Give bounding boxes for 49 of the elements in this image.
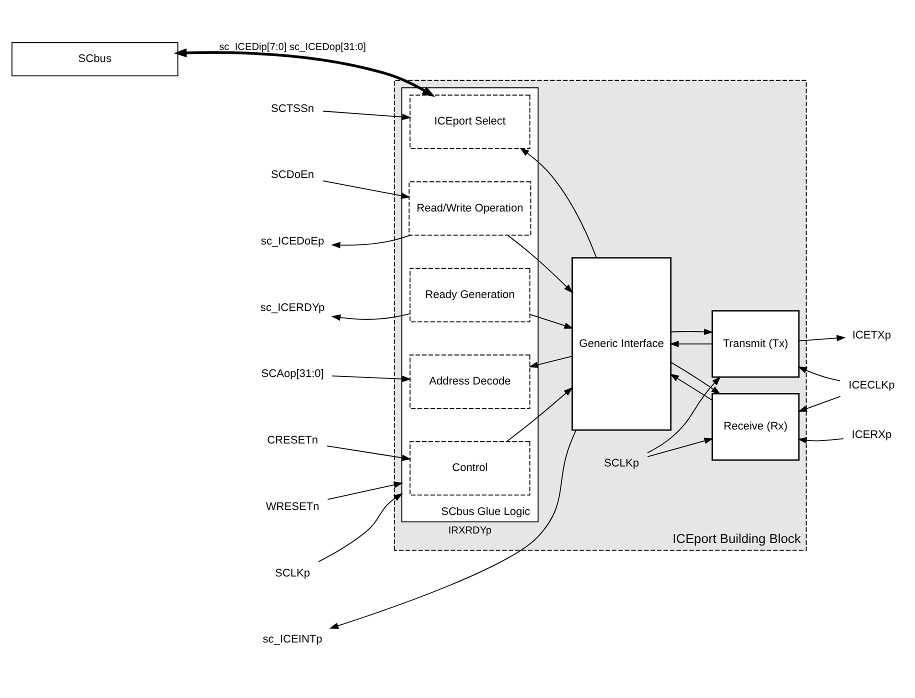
node-text: SCLKp — [604, 458, 640, 470]
node-text: SCDoEn — [271, 169, 314, 182]
arrow — [332, 376, 412, 382]
edge-label: sc_ICEDip[7:0] sc_ICEDop[31:0] — [219, 42, 366, 53]
arrow — [530, 314, 574, 329]
node-text: SCLKp — [275, 567, 310, 580]
arrow — [670, 340, 712, 348]
arrow — [647, 376, 721, 454]
edge-label: IRXRDYp — [448, 526, 492, 537]
node-box: Generic Interface — [572, 257, 672, 431]
node-text: WRESETn — [266, 500, 320, 513]
node-text: ICETXp — [852, 329, 892, 342]
node-box: Transmit (Tx) — [712, 310, 800, 378]
arrow — [520, 148, 597, 258]
arrow — [506, 387, 573, 442]
node-text: CRESETn — [267, 434, 318, 447]
node-text: ICERXp — [852, 429, 892, 442]
node-box: SCbus — [12, 42, 178, 76]
arrow — [318, 493, 403, 562]
arrow — [798, 437, 844, 444]
node-text: sc_ICEDoEp — [260, 236, 324, 248]
node-box: Read/Write Operation — [408, 181, 532, 236]
arrow — [528, 356, 573, 368]
arrow — [670, 374, 712, 400]
node-text: sc_ICEINTp — [262, 634, 322, 646]
arrow — [322, 180, 410, 199]
node-box: Address Decode — [410, 354, 530, 409]
node-box: Control — [410, 441, 530, 496]
arrow — [174, 48, 436, 98]
arrow — [647, 438, 714, 458]
arrow — [670, 328, 714, 336]
node-box: ICEport Select — [410, 94, 530, 150]
arrow — [329, 430, 576, 629]
arrow — [798, 366, 841, 382]
arrow — [798, 396, 841, 412]
arrow — [331, 313, 410, 321]
node-text: SCAop[31:0] — [261, 368, 324, 380]
arrow — [507, 234, 573, 294]
node-box: Ready Generation — [410, 268, 530, 322]
arrow — [798, 334, 846, 342]
node-text: ICECLKp — [848, 379, 895, 392]
node-box: Receive (Rx) — [712, 393, 800, 461]
node-text: SCTSSn — [271, 102, 314, 115]
arrow — [670, 362, 721, 394]
arrow — [327, 482, 404, 500]
arrow — [331, 234, 411, 248]
arrow — [322, 110, 412, 120]
node-text: sc_ICERDYp — [260, 302, 325, 314]
arrow — [326, 446, 412, 461]
